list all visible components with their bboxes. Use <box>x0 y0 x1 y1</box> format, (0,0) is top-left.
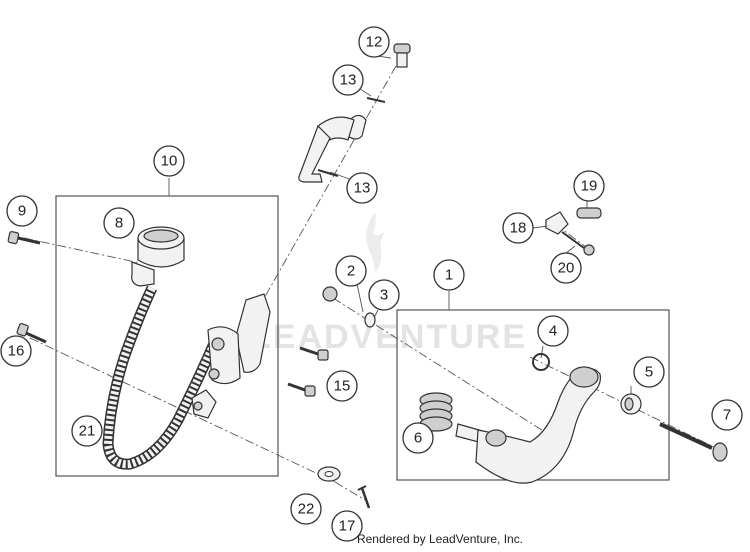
part-6-spring <box>419 392 453 432</box>
group-box-10 <box>55 195 279 477</box>
part-17-pin <box>357 485 371 509</box>
part-5-bushing <box>620 393 642 415</box>
part-2-ball <box>322 286 338 302</box>
callout-8: 8 <box>103 207 135 239</box>
assembly-axes <box>23 65 721 501</box>
callout-22: 22 <box>290 493 322 525</box>
svg-text:5: 5 <box>645 364 653 381</box>
part-8-reservoir <box>131 226 185 287</box>
callout-17: 17 <box>331 510 363 542</box>
callout-2: 2 <box>335 255 367 287</box>
svg-text:10: 10 <box>161 153 178 170</box>
svg-text:13: 13 <box>354 180 371 197</box>
svg-text:8: 8 <box>115 215 123 232</box>
part-21-hose <box>102 285 224 470</box>
part-7-bolt <box>659 422 728 462</box>
svg-text:9: 9 <box>18 203 26 220</box>
render-credit: Rendered by LeadVenture, Inc. <box>356 532 524 546</box>
callout-12: 12 <box>358 26 390 58</box>
callout-13-top: 13 <box>332 64 364 96</box>
svg-text:20: 20 <box>558 260 575 277</box>
callout-18: 18 <box>502 212 534 244</box>
part-15-bolts <box>287 346 329 397</box>
callout-19: 19 <box>573 170 605 202</box>
svg-text:22: 22 <box>298 501 315 518</box>
part-16-bolt <box>16 322 47 344</box>
svg-text:18: 18 <box>510 220 527 237</box>
part-18-19-20-group <box>545 207 602 256</box>
callout-13-lower: 13 <box>346 172 378 204</box>
part-13-washers <box>317 97 386 177</box>
svg-text:1: 1 <box>445 267 453 284</box>
part-3-nut <box>364 312 376 328</box>
svg-text:2: 2 <box>347 263 355 280</box>
callout-1: 1 <box>433 259 465 291</box>
callout-5: 5 <box>633 356 665 388</box>
svg-text:12: 12 <box>366 34 383 51</box>
callout-21: 21 <box>71 415 103 447</box>
watermark: LEADVENTURE <box>250 212 527 356</box>
svg-text:17: 17 <box>339 518 356 535</box>
callout-6: 6 <box>402 422 434 454</box>
part-12-plug <box>393 43 411 68</box>
callout-3: 3 <box>368 279 400 311</box>
callout-4: 4 <box>537 315 569 347</box>
part-9-screw <box>7 231 41 245</box>
brake-hose-fitting <box>298 114 367 183</box>
part-1-brake-lever <box>455 366 601 484</box>
svg-text:6: 6 <box>414 430 422 447</box>
part-4-oring <box>532 353 550 371</box>
svg-text:3: 3 <box>380 287 388 304</box>
svg-text:15: 15 <box>334 378 351 395</box>
callout-9: 9 <box>6 195 38 227</box>
callout-10: 10 <box>153 145 185 177</box>
svg-text:4: 4 <box>549 323 557 340</box>
svg-text:21: 21 <box>79 423 96 440</box>
callout-20: 20 <box>550 252 582 284</box>
svg-text:16: 16 <box>8 343 25 360</box>
callout-16: 16 <box>0 335 32 367</box>
svg-text:13: 13 <box>340 72 357 89</box>
svg-text:19: 19 <box>581 178 598 195</box>
svg-text:7: 7 <box>723 407 731 424</box>
master-cylinder <box>191 293 271 419</box>
watermark-text: LEADVENTURE <box>250 318 527 356</box>
callout-7: 7 <box>711 399 743 431</box>
part-22-washer <box>317 466 341 482</box>
callout-15: 15 <box>326 370 358 402</box>
